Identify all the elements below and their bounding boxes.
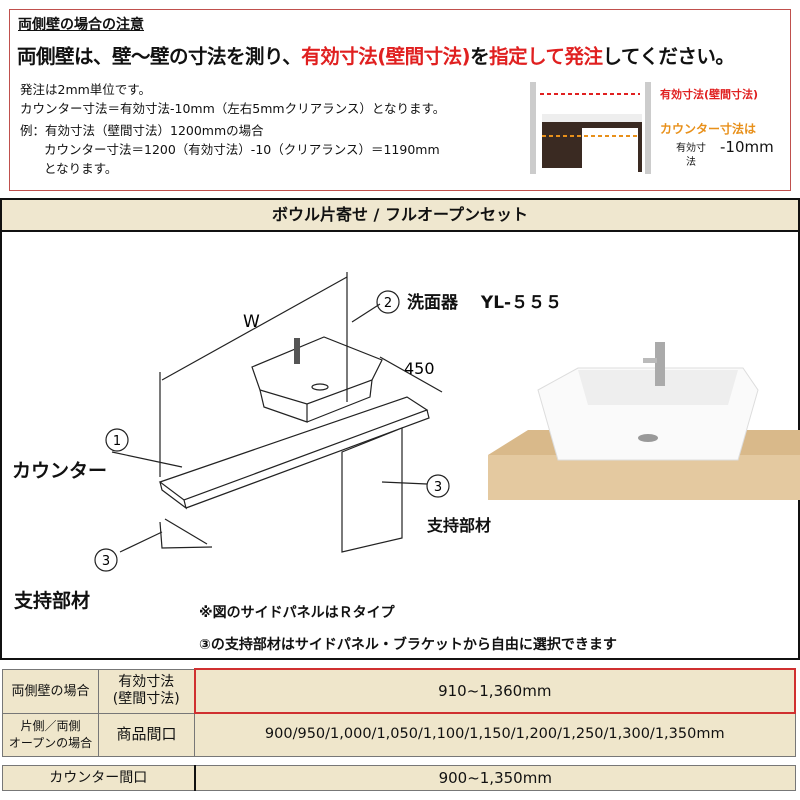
- notice-heading: 両側壁の場合の注意: [18, 17, 144, 33]
- notice-line: 例：有効寸法（壁間寸法）1200mmの場合: [20, 123, 264, 138]
- counter-diagram: W 450 1 2 3 3: [94, 272, 450, 572]
- label-text: (壁間寸法): [112, 691, 180, 707]
- fig-text: 法: [686, 157, 696, 168]
- callout-3-right: 3: [434, 480, 442, 495]
- table-row: カウンター間口 900~1,350mm: [2, 765, 796, 791]
- callout-1: 1: [113, 434, 121, 449]
- notice-line: カウンター寸法＝有効寸法-10mm（左右5mmクリアランス）となります。: [20, 101, 446, 116]
- wall-clearance-figure: [530, 82, 651, 174]
- dim-depth: 450: [404, 359, 435, 378]
- notice-line: 発注は2mm単位です。: [20, 82, 152, 97]
- row-group: 片側／両側オープンの場合: [2, 712, 99, 757]
- note-panel-type: ※図のサイドパネルはＲタイプ: [199, 605, 395, 621]
- row-label: カウンター間口: [2, 765, 196, 791]
- product-widths-value: 900/950/1,000/1,050/1,100/1,150/1,200/1,…: [194, 712, 796, 757]
- row-label: 有効寸法(壁間寸法): [98, 668, 195, 714]
- counter-width-value: 900~1,350mm: [194, 765, 796, 791]
- notice-main-text: してください。: [602, 45, 735, 68]
- notice-line: カウンター寸法＝1200（有効寸法）-10（クリアランス）＝1190mm: [44, 142, 440, 157]
- notice-main-text: 両側壁は、壁〜壁の寸法を測り、: [17, 45, 302, 68]
- callout-2: 2: [384, 296, 392, 311]
- fig-label-counter: カウンター寸法は: [660, 122, 757, 136]
- product-section: ボウル片寄せ / フルオープンセット W 450 1 2: [0, 198, 800, 660]
- section-title: ボウル片寄せ / フルオープンセット: [2, 200, 798, 232]
- callout-3-left: 3: [102, 554, 110, 569]
- fig-label-minus10: -10mm: [720, 138, 774, 156]
- notice-details: 発注は2mm単位です。 カウンター寸法＝有効寸法-10mm（左右5mmクリアラン…: [20, 80, 445, 178]
- group-text: オープンの場合: [8, 735, 93, 750]
- spec-table: 両側壁の場合 有効寸法(壁間寸法) 910~1,360mm 片側／両側オープンの…: [2, 668, 796, 757]
- row-group: 両側壁の場合: [2, 668, 99, 714]
- label-support-left: 支持部材: [14, 590, 91, 612]
- fig-text: 有効寸: [676, 143, 706, 154]
- fig-label-effective-short: 有効寸法: [676, 142, 706, 170]
- notice-highlight: 指定して発注: [489, 45, 603, 68]
- row-label: 商品間口: [98, 712, 195, 757]
- counter-width-table: カウンター間口 900~1,350mm: [2, 765, 796, 791]
- table-row: 片側／両側オープンの場合 商品間口 900/950/1,000/1,050/1,…: [2, 712, 796, 757]
- label-text: 有効寸法: [118, 674, 175, 690]
- order-notice-box: 両側壁の場合の注意 両側壁は、壁〜壁の寸法を測り、有効寸法(壁間寸法)を指定して…: [9, 9, 791, 191]
- label-support-right: 支持部材: [427, 516, 492, 535]
- label-counter: カウンター: [12, 460, 108, 482]
- notice-line: となります。: [44, 161, 118, 176]
- dim-w: W: [243, 312, 260, 332]
- basin-photo: [488, 342, 800, 500]
- notice-main: 両側壁は、壁〜壁の寸法を測り、有効寸法(壁間寸法)を指定して発注してください。: [17, 40, 735, 69]
- notice-highlight: 有効寸法(壁間寸法): [301, 45, 471, 68]
- note-support-choice: ③の支持部材はサイドパネル・ブラケットから自由に選択できます: [199, 637, 617, 653]
- notice-main-text: を: [470, 45, 490, 68]
- table-row: 両側壁の場合 有効寸法(壁間寸法) 910~1,360mm: [2, 668, 796, 714]
- fig-label-effective: 有効寸法(壁間寸法): [660, 88, 759, 101]
- label-basin: 洗面器 YL-５５５: [407, 293, 563, 313]
- group-text: 片側／両側: [20, 718, 81, 733]
- effective-width-value: 910~1,360mm: [193, 668, 796, 714]
